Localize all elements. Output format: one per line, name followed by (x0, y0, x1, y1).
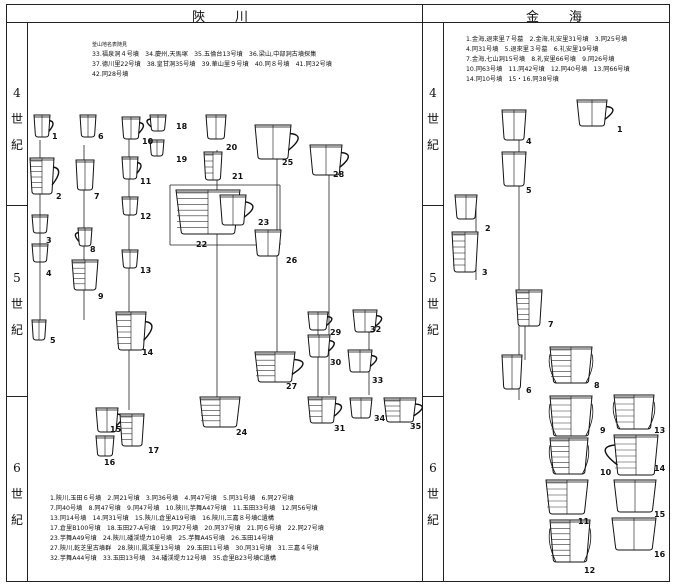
pottery-vessel (122, 250, 138, 268)
pottery-vessel (147, 115, 166, 131)
vessel-number-label: 16 (654, 550, 665, 559)
vessel-number-label: 14 (654, 464, 665, 473)
vessel-number-label: 23 (258, 218, 269, 227)
vessel-number-label: 13 (654, 426, 665, 435)
vessel-number-label: 2 (485, 224, 491, 233)
vessel-number-label: 6 (526, 386, 532, 395)
vessel-number-label: 3 (46, 236, 52, 245)
pottery-vessel (384, 398, 422, 422)
vessel-number-label: 11 (578, 517, 589, 526)
vessel-number-label: 28 (333, 170, 344, 179)
pottery-vessel (614, 480, 656, 512)
vessel-number-label: 10 (600, 468, 611, 477)
pottery-vessel (32, 215, 48, 233)
vessel-number-label: 35 (410, 422, 421, 431)
vessel-number-label: 19 (176, 155, 187, 164)
pottery-vessel (308, 397, 342, 423)
pottery-vessel (255, 352, 303, 382)
vessel-number-label: 7 (548, 320, 554, 329)
pottery-vessel (32, 244, 48, 262)
vessel-number-label: 12 (584, 566, 595, 575)
pottery-vessel (122, 157, 141, 179)
pottery-vessel (549, 520, 591, 562)
pottery-vessel (613, 395, 655, 429)
vessel-number-label: 9 (600, 426, 606, 435)
pottery-vessel (502, 152, 526, 186)
pottery-vessel (452, 232, 478, 272)
vessel-number-label: 1 (52, 132, 58, 141)
pottery-vessel (220, 195, 246, 225)
pottery-vessel (502, 355, 522, 389)
vessel-number-label: 15 (654, 510, 665, 519)
vessel-number-label: 16 (104, 458, 115, 467)
pottery-vessel (502, 110, 526, 140)
vessel-number-label: 6 (98, 132, 104, 141)
pottery-vessel (122, 197, 138, 215)
pottery-vessel (605, 435, 658, 475)
pottery-vessel (96, 436, 114, 456)
pottery-vessel (206, 115, 226, 139)
vessel-number-label: 15 (110, 425, 121, 434)
pottery-vessel (516, 290, 542, 326)
pottery-vessel (255, 230, 281, 256)
vessel-number-label: 10 (142, 137, 153, 146)
pottery-vessel (577, 100, 613, 126)
pottery-vessel (200, 397, 240, 427)
pottery-vessel (255, 125, 298, 159)
vessel-number-label: 14 (142, 348, 153, 357)
vessel-number-label: 26 (286, 256, 297, 265)
vessel-number-label: 3 (482, 268, 488, 277)
vessel-number-label: 2 (56, 192, 62, 201)
vessel-number-label: 30 (330, 358, 341, 367)
pottery-vessel (80, 115, 96, 137)
vessel-number-label: 11 (140, 177, 151, 186)
pottery-vessel (546, 480, 588, 514)
pottery-vessel (122, 117, 143, 139)
pottery-vessel (549, 438, 589, 474)
pottery-vessel (75, 228, 92, 246)
pottery-vessel (350, 398, 372, 418)
vessel-number-label: 8 (90, 245, 96, 254)
vessel-number-label: 25 (282, 158, 293, 167)
vessel-number-label: 20 (226, 143, 237, 152)
vessel-number-label: 29 (330, 328, 341, 337)
vessel-number-label: 27 (286, 382, 297, 391)
vessel-number-label: 22 (196, 240, 207, 249)
vessel-number-label: 12 (140, 212, 151, 221)
pottery-vessel (455, 195, 477, 219)
vessel-number-label: 18 (176, 122, 187, 131)
vessel-number-label: 8 (594, 381, 600, 390)
pottery-vessel (549, 396, 593, 436)
vessel-number-label: 1 (617, 125, 623, 134)
pottery-vessel (308, 312, 332, 330)
pottery-vessel (348, 350, 377, 372)
vessel-number-label: 33 (372, 376, 383, 385)
pottery-vessel (76, 160, 94, 190)
pottery-vessel (32, 320, 46, 340)
vessel-number-label: 32 (370, 325, 381, 334)
pottery-vessel (116, 312, 152, 350)
pottery-vessel (204, 152, 222, 180)
vessel-number-label: 31 (334, 424, 345, 433)
pottery-vessel (612, 518, 656, 550)
vessel-number-label: 21 (232, 172, 243, 181)
vessel-number-label: 17 (148, 446, 159, 455)
vessel-number-label: 5 (526, 186, 532, 195)
pottery-vessel (120, 414, 144, 446)
pottery-vessel (34, 115, 53, 137)
vessel-number-label: 34 (374, 414, 385, 423)
vessel-number-label: 4 (46, 269, 52, 278)
pottery-vessel (72, 260, 98, 290)
pottery-vessel (30, 158, 59, 194)
pottery-vessel (549, 347, 593, 383)
vessel-number-label: 4 (526, 137, 532, 146)
vessel-number-label: 9 (98, 292, 104, 301)
vessel-number-label: 7 (94, 192, 100, 201)
vessel-number-label: 13 (140, 266, 151, 275)
pottery-vessel (308, 335, 334, 357)
vessel-number-label: 24 (236, 428, 247, 437)
vessel-number-label: 5 (50, 336, 56, 345)
